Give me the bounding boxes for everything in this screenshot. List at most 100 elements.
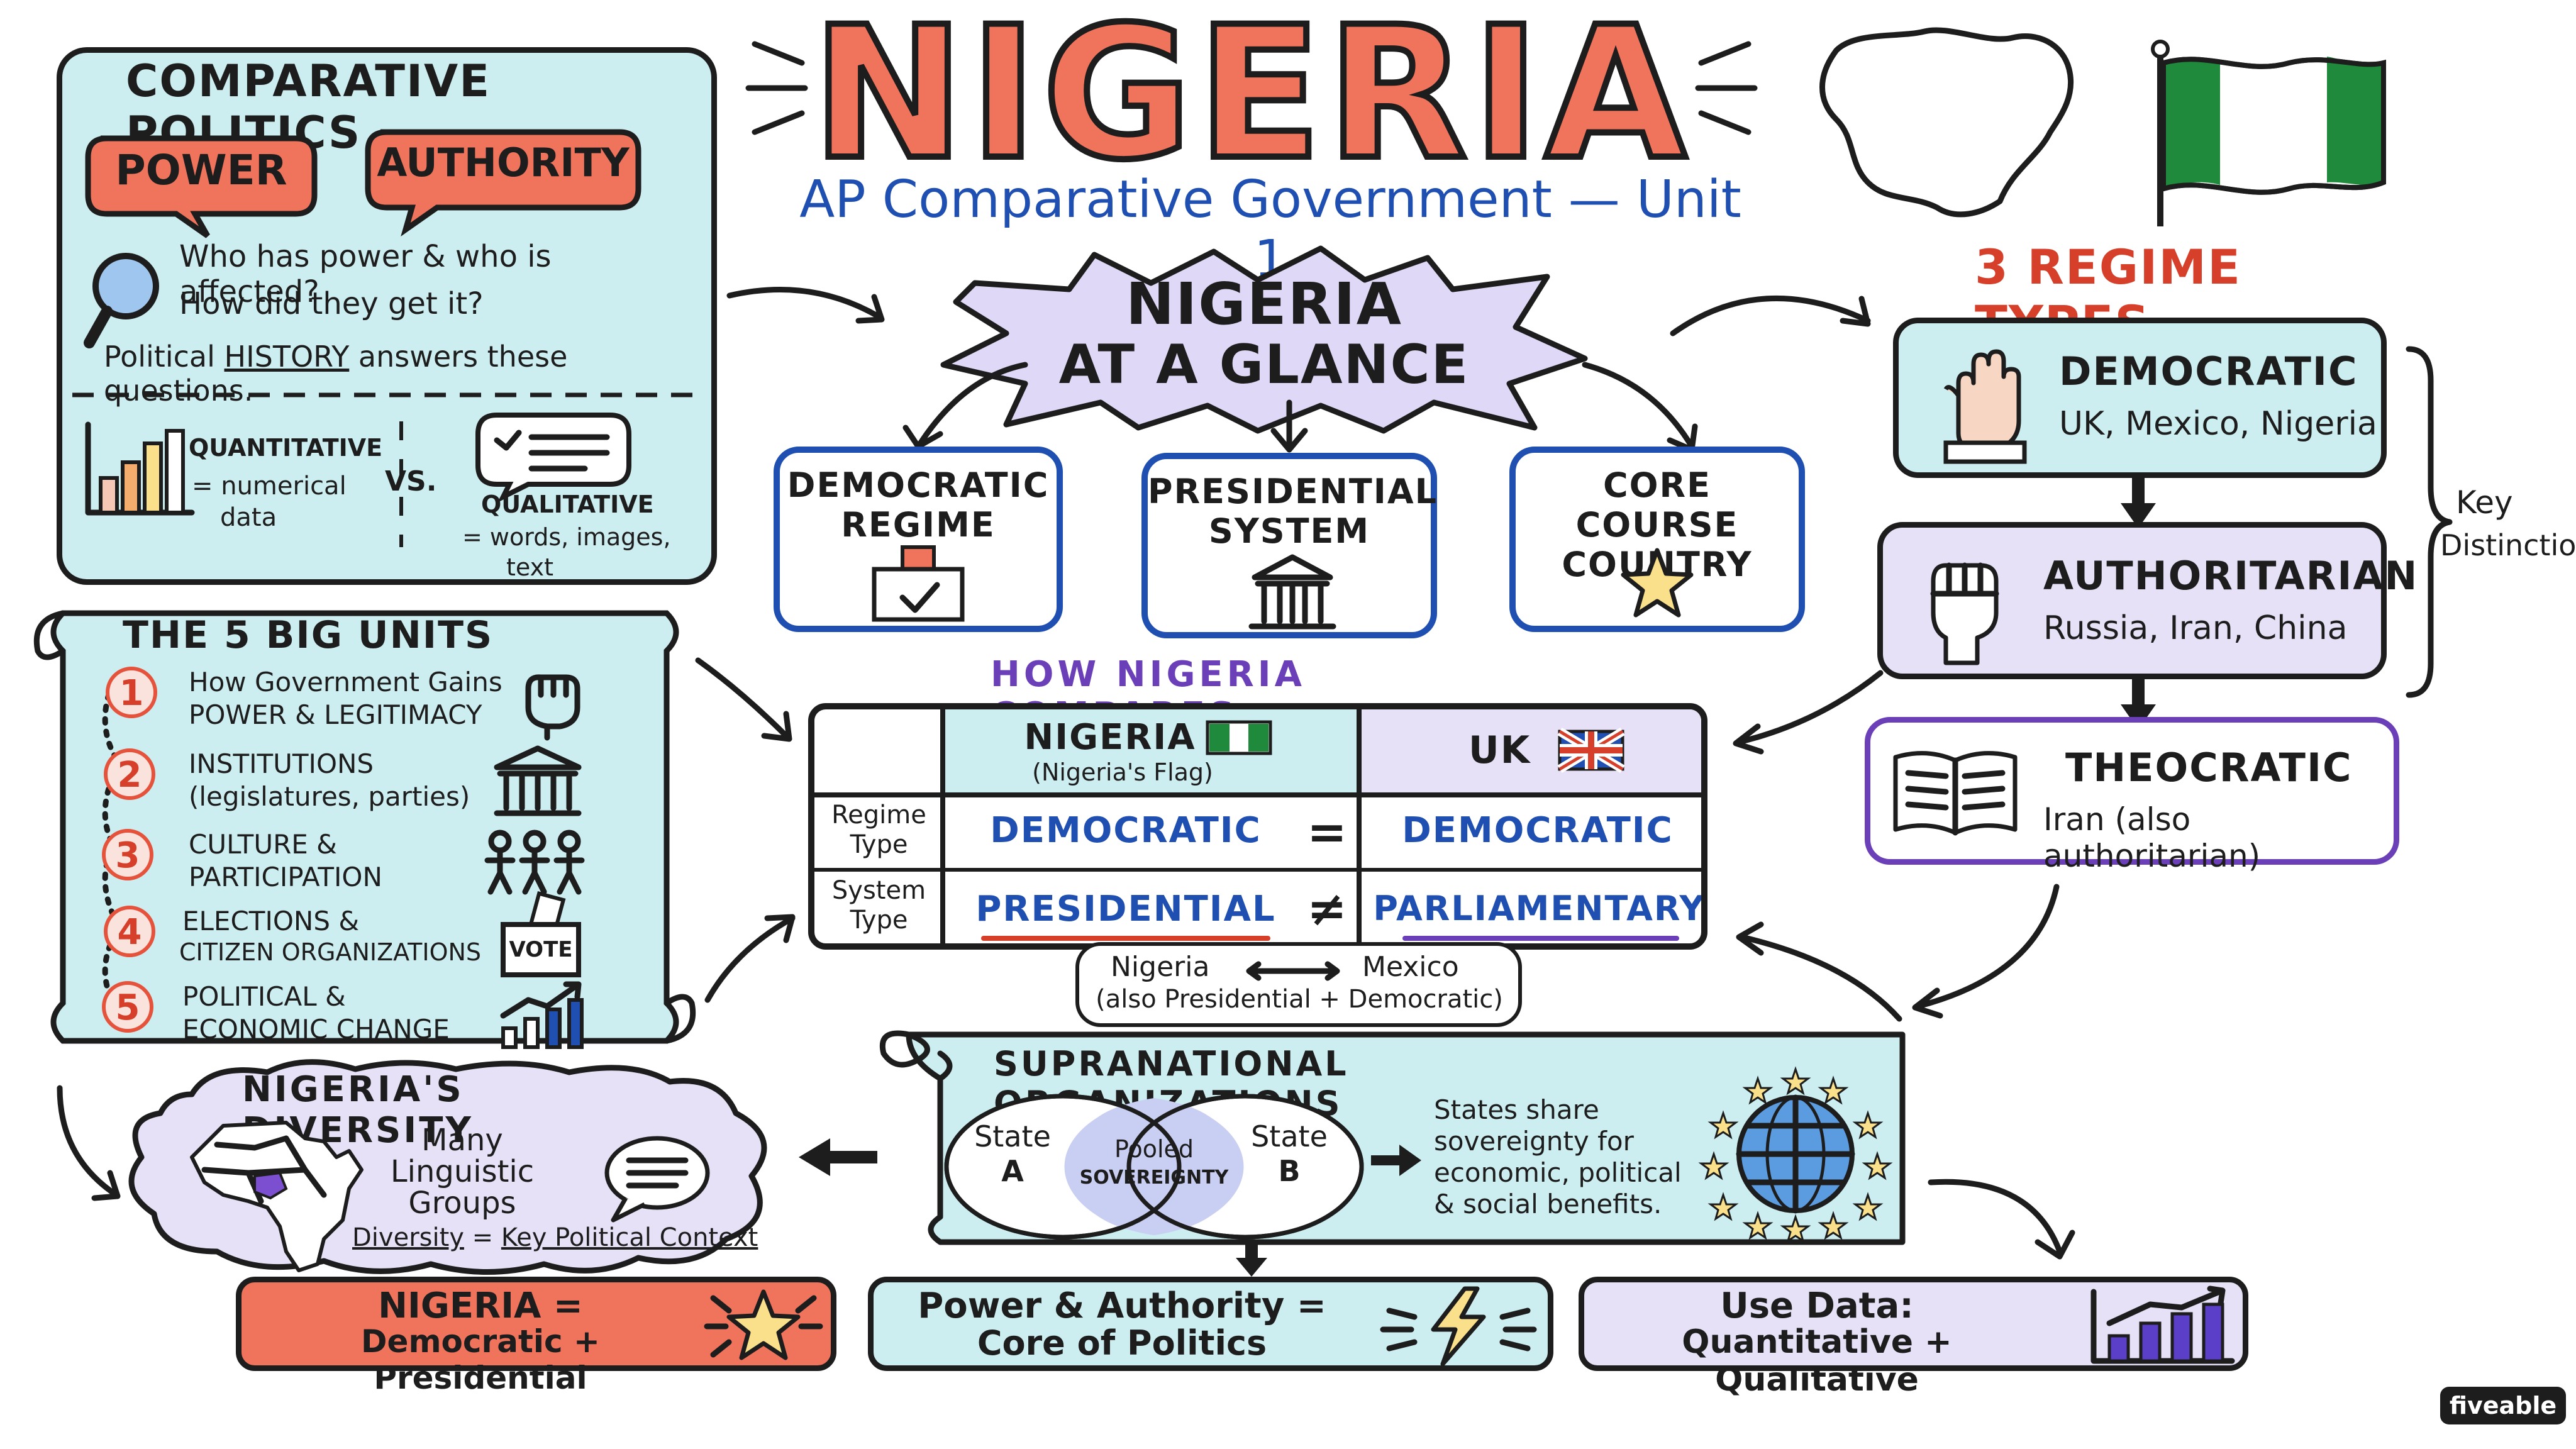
regimes-to-compare-arrow [1733,670,1884,755]
page-title: NIGERIA [805,0,1698,192]
democratic-regime-line1: DEMOCRATIC [787,465,1050,505]
regime-authoritarian-examples: Russia, Iran, China [2043,609,2348,647]
supranational-desc-3: economic, political [1434,1157,1682,1188]
unit-3-line2: PARTICIPATION [189,862,382,892]
uk-system-value: PARLIAMENTARY [1373,889,1706,928]
state-a-label-1: State [974,1119,1051,1153]
history-post: answers these questions. [104,340,568,408]
fist-icon [525,674,580,741]
open-book-icon [1893,751,2018,836]
power-label: POWER [115,146,287,194]
authority-bubble [365,129,641,236]
qualitative-bubble-icon [475,413,631,502]
nigeria-flag [2151,40,2386,226]
vote-box-icon [501,891,581,977]
state-a-label-2: A [1001,1154,1024,1188]
unit-number-1: 1 [106,667,157,718]
nigeria-regime-value: DEMOCRATIC [990,810,1262,851]
regime-authoritarian-name: AUTHORITARIAN [2043,553,2419,599]
vs-label: VS. [385,465,437,497]
theocratic-to-supranational-arrow [1912,884,2060,1019]
building-icon [494,745,582,816]
dashed-divider [72,392,701,397]
supranational-to-compare-arrow [1736,921,1902,1022]
regime-theocratic-name: THEOCRATIC [2065,745,2353,791]
page-subtitle: AP Comparative Government — Unit 1 [799,170,1741,289]
mexico-note-sub: (also Presidential + Democratic) [1096,985,1503,1014]
presidential-system-line2: SYSTEM [1208,511,1370,551]
unit-4-line1: ELECTIONS & [182,906,360,936]
growth-chart-icon [500,981,584,1049]
takeaway-use-data: Use Data: Quantitative + Qualitative [1579,1277,2248,1399]
speech-bubble-icon [604,1136,710,1223]
regime-democratic: DEMOCRATIC UK, Mexico, Nigeria [1893,318,2387,478]
quantitative-desc-2: data [220,503,277,532]
diversity-footer: Diversity = Key Political Context [352,1223,792,1252]
politics-to-glance-arrow [726,287,885,324]
supranational-to-data-arrow [1928,1179,2075,1260]
authority-label: AUTHORITY [377,140,630,186]
state-b-label-2: B [1278,1154,1301,1188]
history-word: HISTORY [224,340,350,374]
uk-column-header-bg [1358,709,1701,792]
row-label-system-1: System [831,876,926,905]
regime-equal-sign: = [1307,804,1347,860]
units-heading: THE 5 BIG UNITS [123,613,494,657]
state-b-label-1: State [1251,1119,1328,1153]
title-text: NIGERIA [809,0,1692,200]
mexico-note-left: Nigeria [1111,951,1210,983]
brand-label: fiveable [2449,1392,2557,1419]
vote-label: VOTE [509,937,573,962]
nigeria-column-header-bg [943,709,1358,792]
quantitative-desc-1: = numerical [192,472,347,501]
glance-starburst [940,245,1588,434]
regime-democratic-examples: UK, Mexico, Nigeria [2059,405,2377,443]
diversity-line2: Linguistic [390,1154,535,1189]
unit-2-line1: INSTITUTIONS [189,748,374,779]
takeaway-nigeria-line2: Democratic + Presidential [361,1323,600,1396]
supranational-down-arrow [1236,1242,1267,1277]
capitol-building-icon [1248,554,1336,630]
takeaway-power-authority: Power & Authority = Core of Politics [868,1277,1553,1371]
venn-to-desc-arrow [1371,1145,1421,1176]
key-distinction-brace [2406,346,2453,698]
history-pre: Political [104,340,225,374]
regime-theocratic-examples: Iran (also authoritarian) [2043,801,2261,874]
star-icon [1621,548,1694,618]
unit-number-5: 5 [102,981,153,1033]
uk-flag-icon [1557,727,1625,774]
regime-theocratic: THEOCRATIC Iran (also authoritarian) [1865,717,2399,874]
takeaway-power-line2: Core of Politics [977,1323,1267,1363]
table-grid-h1 [814,792,1701,797]
takeaway-nigeria: NIGERIA = Democratic + Presidential [236,1277,836,1396]
comparison-table: NIGERIA (Nigeria's Flag) UK Regime Type … [808,703,1707,950]
nigeria-column-header: NIGERIA [1024,717,1196,758]
presidential-system-line1: PRESIDENTIAL [1148,472,1438,511]
unit-1-line2: POWER & LEGITIMACY [189,699,482,730]
venn-diagram [944,1094,1364,1240]
unit-number-4: 4 [104,906,155,957]
unit-number-2: 2 [104,748,155,800]
double-arrow-icon [1246,961,1340,981]
qualitative-label: QUALITATIVE [481,491,654,518]
mexico-note: Nigeria Mexico (also Presidential + Demo… [1075,942,1522,1027]
quantitative-label: QUANTITATIVE [189,434,383,462]
regime-arrow-2 [2121,676,2156,730]
pooled-label-1: Pooled [1114,1135,1194,1163]
unit-1-line1: How Government Gains [189,667,502,697]
question-how: How did they get it? [179,286,484,321]
quantitative-chart-icon [85,421,195,516]
title-burst-left [745,41,808,135]
magnifier-icon [84,253,159,348]
mexico-note-right: Mexico [1362,951,1459,983]
regime-arrow-1 [2121,475,2156,528]
ballot-box-icon [872,545,965,622]
qualitative-desc-2: text [506,553,553,581]
supranational-to-diversity-arrow [799,1138,877,1176]
key-distinction-label-1: Key [2456,484,2513,521]
system-not-equal-sign: ≠ [1307,880,1347,936]
uk-system-underline [1402,936,1679,941]
table-grid-v2 [1357,709,1362,943]
uk-column-header: UK [1468,728,1531,772]
row-label-system-2: Type [850,906,908,935]
